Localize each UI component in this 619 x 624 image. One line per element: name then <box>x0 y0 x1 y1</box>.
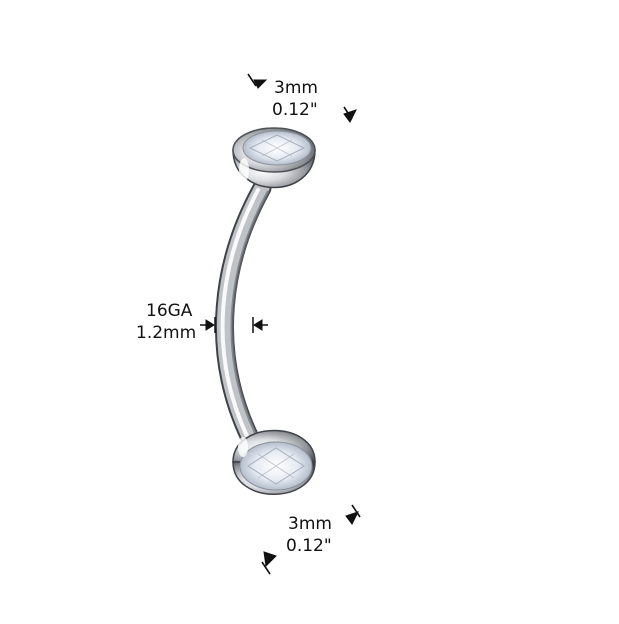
dimension-arrow-icon <box>345 504 361 525</box>
top-ball-size-mm: 3mm <box>274 78 318 98</box>
bar-thickness-label: 1.2mm <box>136 323 197 343</box>
dimension-arrow-icon <box>252 317 268 333</box>
bottom-dimension-arrows <box>261 504 361 575</box>
dimension-arrow-icon <box>200 317 216 333</box>
top-dimension-arrows <box>247 73 357 123</box>
top-ball <box>232 127 316 189</box>
dimension-arrow-icon <box>343 106 357 123</box>
bottom-ball-size-mm: 3mm <box>288 514 332 534</box>
bottom-ball <box>232 429 316 495</box>
curved-bar <box>215 178 272 448</box>
top-ball-size-in: 0.12" <box>272 100 318 120</box>
dimension-arrow-icon <box>247 73 268 89</box>
bar-gauge-label: 16GA <box>146 301 193 321</box>
dimension-arrow-icon <box>261 551 277 575</box>
gauge-dimension-arrows <box>200 317 268 333</box>
bottom-ball-size-in: 0.12" <box>286 536 332 556</box>
